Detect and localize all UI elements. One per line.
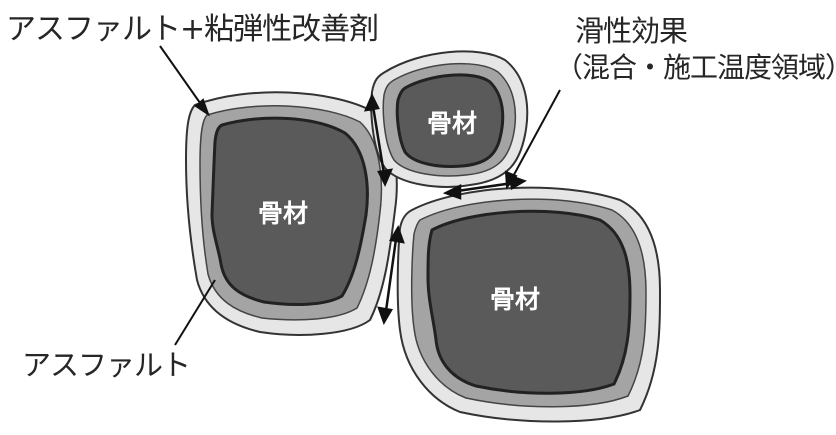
aggregate-left-core xyxy=(210,116,369,306)
arrowhead-down-icon xyxy=(377,168,394,187)
leader-lines xyxy=(159,45,561,346)
sliding-arrow-lower-gap xyxy=(383,231,399,319)
leader-sliding-arrowhead-icon xyxy=(504,170,518,190)
asphalt-label: アスファルト xyxy=(22,348,191,382)
aggregate-right-core xyxy=(426,209,632,395)
leader-modifier-arrowhead-icon xyxy=(194,98,210,117)
arrowhead-up-icon xyxy=(363,93,380,112)
aggregate-top: 骨材 xyxy=(370,50,529,188)
sliding-effect-title: 滑性効果 xyxy=(575,14,688,48)
aggregate-top-label: 骨材 xyxy=(427,109,477,138)
leader-sliding-effect xyxy=(509,89,561,183)
modifier-label: アスファルト+粘弾性改善剤 xyxy=(6,12,379,47)
aggregate-right-label: 骨材 xyxy=(490,285,540,314)
sliding-effect-subtitle: （混合・施工温度領域） xyxy=(555,51,836,84)
aggregate-right: 骨材 xyxy=(396,186,662,423)
leader-asphalt xyxy=(174,279,216,346)
arrowhead-down-icon xyxy=(377,306,393,325)
arrowhead-left-icon xyxy=(442,183,462,200)
aggregate-top-core xyxy=(395,73,505,168)
aggregate-left: 骨材 xyxy=(184,91,398,336)
arrowhead-up-icon xyxy=(389,225,405,244)
sliding-arrow-upper-gap xyxy=(370,99,387,181)
aggregate-left-label: 骨材 xyxy=(258,199,308,228)
leader-modifier xyxy=(159,45,206,111)
